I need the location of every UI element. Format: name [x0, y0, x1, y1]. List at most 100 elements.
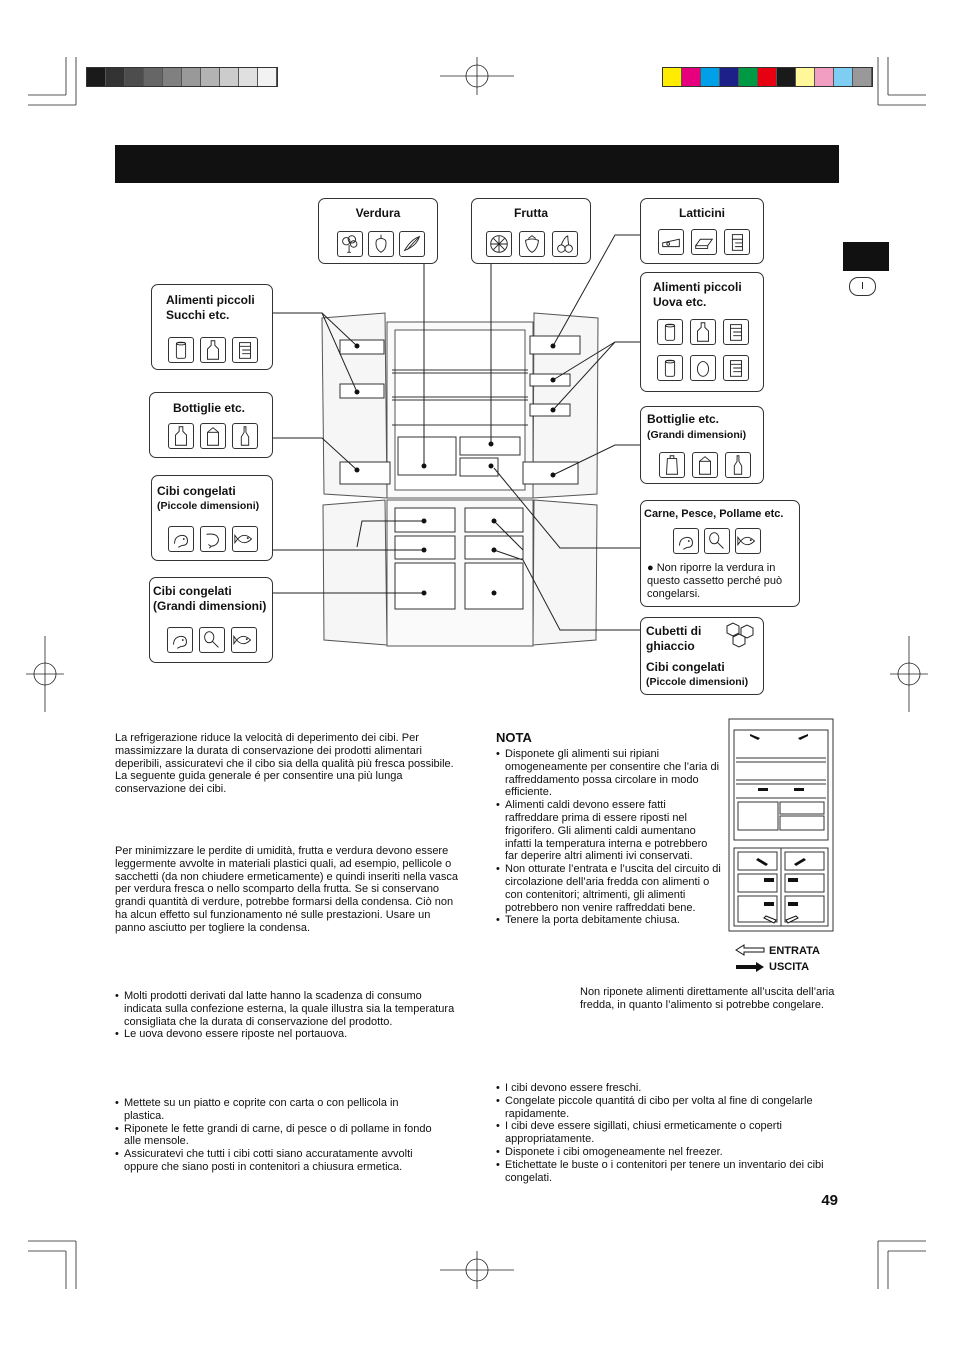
- color-swatch: [663, 68, 682, 86]
- color-swatch: [125, 68, 144, 86]
- carne-note: ● Non riporre la verdura in questo casse…: [647, 562, 783, 600]
- list-item: Assicuratevi che tutti i cibi cotti sian…: [115, 1148, 435, 1174]
- label-cibi-piccoli: Cibi congelati (Piccole dimensioni): [151, 475, 273, 561]
- chicken-icon: [673, 528, 699, 554]
- bottle-icon: [725, 452, 751, 478]
- bottle-icon: [232, 423, 258, 449]
- section-header-bar: [115, 145, 839, 183]
- carton-icon: [724, 229, 750, 255]
- pepper-icon: [368, 231, 394, 257]
- label-bottiglie-left: Bottiglie etc.: [149, 392, 273, 458]
- list-item: Congelate piccole quantitá di cibo per v…: [496, 1095, 838, 1121]
- citrus-icon: [486, 231, 512, 257]
- left-freezer-door: [322, 499, 388, 646]
- outlet-note: Non riponete alimenti direttamente all’u…: [580, 986, 835, 1011]
- color-swatch: [201, 68, 220, 86]
- fish-icon: [232, 526, 258, 552]
- color-swatch: [682, 68, 701, 86]
- color-swatch-bar: [662, 67, 873, 87]
- list-item: Non otturate l’entrata e l’uscita del ci…: [496, 863, 722, 914]
- shrimp-icon: [200, 526, 226, 552]
- color-swatch: [777, 68, 796, 86]
- bottle-icon: [200, 337, 226, 363]
- right-freezer-door: [532, 499, 598, 646]
- bottle-icon: [168, 423, 194, 449]
- dairy-list: Molti prodotti derivati dal latte hanno …: [115, 990, 460, 1041]
- color-swatch: [182, 68, 201, 86]
- intro-paragraph: La refrigerazione riduce la velocità di …: [115, 732, 454, 796]
- nota-list: Disponete gli alimenti sui ripiani omoge…: [496, 748, 722, 927]
- box-icon: [232, 337, 258, 363]
- gray-swatch-bar: [86, 67, 278, 87]
- label-latticini: Latticini: [640, 198, 764, 264]
- legend-uscita: USCITA: [769, 961, 810, 973]
- chicken-icon: [168, 526, 194, 552]
- color-swatch: [758, 68, 777, 86]
- label-alimenti-succhi: Alimenti piccoli Succhi etc.: [151, 284, 273, 370]
- color-swatch: [163, 68, 182, 86]
- label-bottiglie-right: Bottiglie etc. (Grandi dimensioni): [640, 406, 764, 484]
- label-carne: Carne, Pesce, Pollame etc. ● Non riporre…: [640, 500, 800, 607]
- cheese-icon: [658, 229, 684, 255]
- label-cubetti: Cubetti di ghiaccio Cibi congelati (Picc…: [640, 617, 764, 695]
- color-swatch: [739, 68, 758, 86]
- color-swatch: [106, 68, 125, 86]
- bottle-icon: [690, 319, 716, 345]
- box-icon: [723, 319, 749, 345]
- color-swatch: [258, 68, 277, 86]
- can-icon: [657, 355, 683, 381]
- list-item: Molti prodotti derivati dal latte hanno …: [115, 990, 460, 1028]
- color-swatch: [815, 68, 834, 86]
- legend-entrata: ENTRATA: [769, 945, 820, 957]
- egg-icon: [690, 355, 716, 381]
- list-item: Disponete gli alimenti sui ripiani omoge…: [496, 748, 722, 799]
- language-pill: I: [849, 277, 876, 296]
- strawberry-icon: [519, 231, 545, 257]
- fish-icon: [231, 627, 257, 653]
- list-item: I cibi devono essere freschi.: [496, 1082, 838, 1095]
- list-item: Mettete su un piatto e coprite con carta…: [115, 1097, 435, 1123]
- label-alimenti-uova: Alimenti piccoli Uova etc.: [640, 272, 764, 392]
- color-swatch: [720, 68, 739, 86]
- list-item: I cibi deve essere sigillati, chiusi erm…: [496, 1120, 838, 1146]
- drumstick-icon: [199, 627, 225, 653]
- color-swatch: [144, 68, 163, 86]
- fruit-paragraph: Per minimizzare le perdite di umidità, f…: [115, 845, 459, 934]
- label-cibi-grandi: Cibi congelati (Grandi dimensioni): [149, 577, 273, 663]
- color-swatch: [239, 68, 258, 86]
- language-tab: [843, 242, 889, 271]
- can-icon: [657, 319, 683, 345]
- list-item: Tenere la porta debitamente chiusa.: [496, 914, 722, 927]
- color-swatch: [796, 68, 815, 86]
- broccoli-icon: [337, 231, 363, 257]
- color-swatch: [220, 68, 239, 86]
- fish-icon: [735, 528, 761, 554]
- bottle-icon: [659, 452, 685, 478]
- uscita-arrow-icon: [736, 962, 764, 972]
- color-swatch: [834, 68, 853, 86]
- entrata-arrow-icon: [735, 944, 765, 956]
- label-verdura: Verdura: [318, 198, 438, 264]
- color-swatch: [701, 68, 720, 86]
- color-swatch: [87, 68, 106, 86]
- page-number: 49: [821, 1192, 838, 1209]
- airflow-diagram: [728, 718, 834, 932]
- butter-icon: [691, 229, 717, 255]
- chicken-icon: [167, 627, 193, 653]
- cucumber-icon: [399, 231, 425, 257]
- list-item: Le uova devono essere riposte nel portau…: [115, 1028, 460, 1041]
- list-item: Etichettate le buste o i contenitori per…: [496, 1159, 838, 1185]
- carton-icon: [200, 423, 226, 449]
- cherry-icon: [552, 231, 578, 257]
- can-icon: [168, 337, 194, 363]
- nota-heading: NOTA: [496, 730, 532, 745]
- drumstick-icon: [704, 528, 730, 554]
- list-item: Riponete le fette grandi di carne, di pe…: [115, 1123, 435, 1149]
- freezer-list: I cibi devono essere freschi. Congelate …: [496, 1082, 838, 1184]
- color-swatch: [853, 68, 872, 86]
- label-frutta: Frutta: [471, 198, 591, 264]
- box-icon: [723, 355, 749, 381]
- ice-cube-icon: [723, 620, 761, 650]
